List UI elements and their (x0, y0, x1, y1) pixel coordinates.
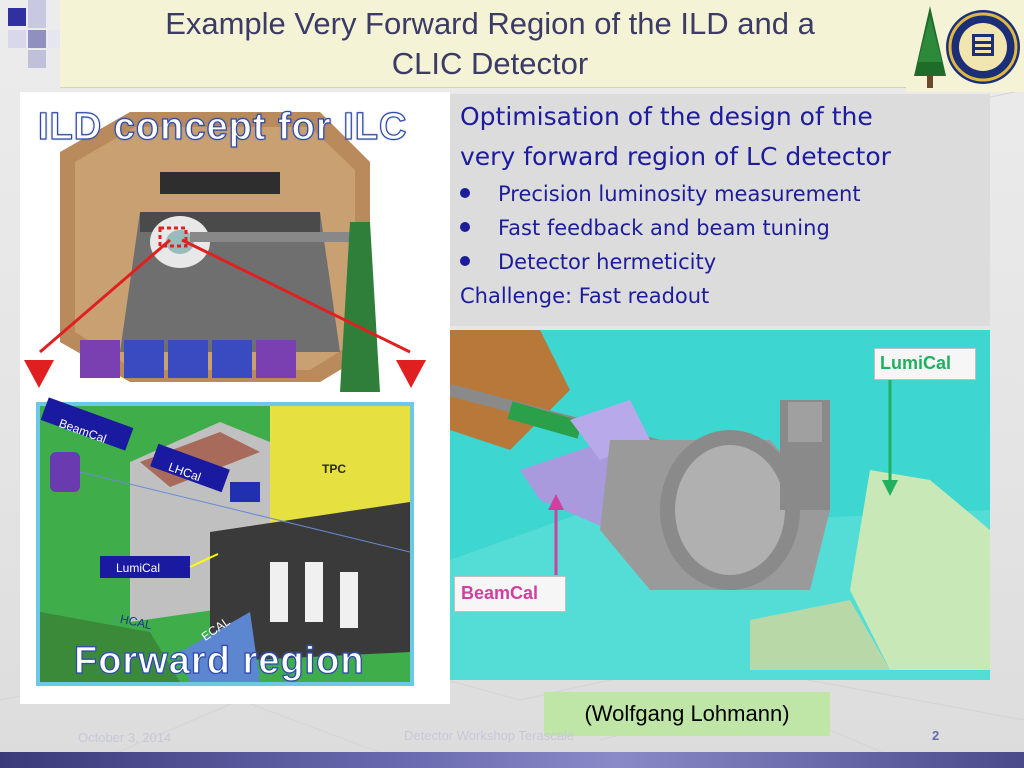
deco-square (28, 0, 46, 28)
bullet-item: Fast feedback and beam tuning (498, 216, 830, 240)
text-panel (450, 94, 990, 326)
forward-region-caption: Forward region (73, 639, 365, 682)
beamcal-label: BeamCal (461, 583, 539, 603)
bullet-item: Precision luminosity measurement (498, 182, 861, 206)
deco-square (48, 30, 60, 48)
slide-title-line1: Example Very Forward Region of the ILD a… (165, 6, 815, 41)
beamcal-tag (454, 576, 566, 612)
page-number: 2 (932, 728, 940, 743)
footer-bar (0, 752, 1024, 768)
bullet-icon (460, 222, 470, 232)
ild-detector-illustration (24, 112, 426, 686)
footer-date: October 3, 2014 (78, 730, 172, 745)
title-banner (60, 0, 920, 88)
clic-forward-illustration (450, 330, 990, 680)
heading-line2: very forward region of LC detector (460, 142, 891, 171)
challenge-text: Challenge: Fast readout (460, 284, 710, 308)
heading-line1: Optimisation of the design of the (460, 102, 873, 131)
bullet-item: Detector hermeticity (498, 250, 717, 274)
university-seal-icon (914, 6, 1020, 88)
lumical-tag (874, 348, 976, 380)
bullet-icon (460, 188, 470, 198)
clic-detector-drawing (450, 330, 990, 680)
label-lumical: LumiCal (116, 561, 161, 575)
ild-concept-caption: ILD concept for ILC (37, 105, 408, 148)
credit-label: (Wolfgang Lohmann) (544, 692, 830, 736)
deco-square (8, 8, 26, 26)
deco-square (28, 50, 46, 68)
footer-event: Detector Workshop Terascale (404, 728, 575, 743)
lumical-label: LumiCal (880, 353, 952, 373)
label-tpc: TPC (322, 462, 346, 476)
slide-title: Example Very Forward Region of the ILD a… (60, 4, 920, 84)
deco-square (28, 30, 46, 48)
deco-square (8, 30, 26, 48)
slide-title-line2: CLIC Detector (391, 46, 589, 81)
bullet-icon (460, 256, 470, 266)
